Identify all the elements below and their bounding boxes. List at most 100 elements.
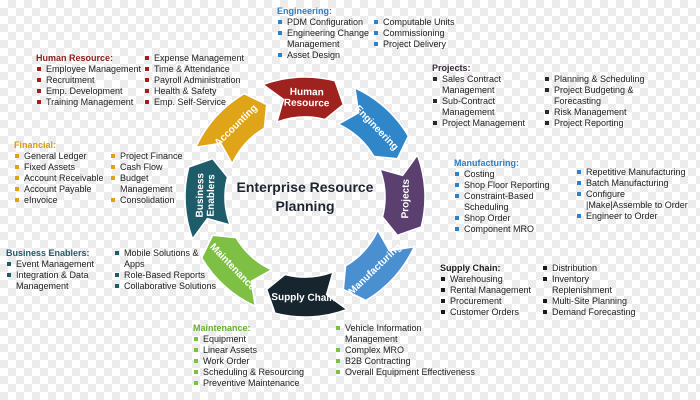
financial-title: Financial: <box>14 140 57 150</box>
segment-projects <box>378 153 426 237</box>
list-item-continued: Management <box>345 334 398 344</box>
list-item: Multi-Site Planning <box>542 296 636 307</box>
list-item: Health & Safety <box>144 86 244 97</box>
list-item-continued: Forecasting <box>554 96 602 106</box>
manufacturing-title: Manufacturing: <box>454 158 519 168</box>
financial-group: Financial: General Ledger Fixed Assets A… <box>14 140 183 205</box>
segment-label-projects: Projects <box>400 178 412 218</box>
engineering-group: Engineering: PDM Configuration Engineeri… <box>277 6 455 60</box>
business-enablers-list-2: Mobile Solutions & Apps Role-Based Repor… <box>114 248 216 292</box>
business-enablers-list-1: Event Management Integration & Data Mana… <box>6 259 94 292</box>
list-item: Risk Management <box>544 107 645 118</box>
list-item-continued: Replenishment <box>552 285 613 295</box>
supply-chain-list-2: Distribution Inventory Replenishment Mul… <box>542 263 636 318</box>
supply-chain-list-1: Warehousing Rental Management Procuremen… <box>440 274 531 318</box>
list-item: Project Budgeting & <box>544 85 645 96</box>
list-item: eInvoice <box>14 195 104 206</box>
list-item: Configure <box>576 189 688 200</box>
list-item: Time & Attendance <box>144 64 244 75</box>
list-item: General Ledger <box>14 151 104 162</box>
list-item: Emp. Self-Service <box>144 97 244 108</box>
center-title-line-2: Planning <box>275 198 334 214</box>
list-item: Inventory <box>542 274 636 285</box>
segment-label-human-resource: HumanResource <box>284 87 330 110</box>
list-item: Asset Design <box>277 50 369 61</box>
financial-list-1: General Ledger Fixed Assets Account Rece… <box>14 151 104 206</box>
list-item: Rental Management <box>440 285 531 296</box>
list-item: Integration & Data <box>6 270 94 281</box>
list-item: B2B Contracting <box>335 356 475 367</box>
list-item: Costing <box>454 169 550 180</box>
list-item: Account Receivable <box>14 173 104 184</box>
list-item: Constraint-Based <box>454 191 550 202</box>
human-resource-list-1: Employee Management Recruitment Emp. Dev… <box>36 64 141 108</box>
list-item: Project Management <box>432 118 525 129</box>
list-item-continued: Apps <box>124 259 145 269</box>
segment-accounting <box>194 92 268 166</box>
list-item: Sales Contract <box>432 74 525 85</box>
list-item: Recruitment <box>36 75 141 86</box>
list-item: Employee Management <box>36 64 141 75</box>
list-item: Engineering Change <box>277 28 369 39</box>
supply-chain-group: Supply Chain: Warehousing Rental Managem… <box>440 263 636 317</box>
list-item: Project Finance <box>110 151 183 162</box>
segment-maintenance <box>200 234 274 308</box>
list-item-continued: Management <box>120 184 173 194</box>
list-item: Planning & Scheduling <box>544 74 645 85</box>
list-item: Training Management <box>36 97 141 108</box>
list-item: Warehousing <box>440 274 531 285</box>
segment-manufacturing <box>342 228 416 302</box>
list-item: Role-Based Reports <box>114 270 216 281</box>
list-item: Cash Flow <box>110 162 183 173</box>
list-item: Demand Forecasting <box>542 307 636 318</box>
manufacturing-list-1: Costing Shop Floor Reporting Constraint-… <box>454 169 550 235</box>
list-item: Equipment <box>193 334 304 345</box>
list-item: Component MRO <box>454 224 550 235</box>
manufacturing-list-2: Repetitive Manufacturing Batch Manufactu… <box>576 167 688 222</box>
maintenance-group: Maintenance: Equipment Linear Assets Wor… <box>193 323 475 388</box>
list-item: Repetitive Manufacturing <box>576 167 688 178</box>
list-item: Commissioning <box>373 28 455 39</box>
projects-group: Projects: Sales Contract Management Sub-… <box>432 63 645 128</box>
manufacturing-group: Manufacturing: Costing Shop Floor Report… <box>454 158 688 234</box>
list-item-continued: Management <box>442 107 495 117</box>
list-item-continued: Management <box>287 39 340 49</box>
projects-list-2: Planning & Scheduling Project Budgeting … <box>544 74 645 129</box>
segment-label-supply-chain: Supply Chain <box>271 292 335 304</box>
engineering-list-2: Computable Units Commissioning Project D… <box>373 17 455 50</box>
maintenance-list-1: Equipment Linear Assets Work Order Sched… <box>193 334 304 389</box>
list-item: Engineer to Order <box>576 211 688 222</box>
list-item: Sub-Contract <box>432 96 525 107</box>
list-item: Overall Equipment Effectiveness <box>335 367 475 378</box>
list-item: Account Payable <box>14 184 104 195</box>
list-item: Linear Assets <box>193 345 304 356</box>
segment-business-enablers <box>184 157 232 241</box>
list-item: Collaborative Solutions <box>114 281 216 292</box>
list-item-continued: Management <box>442 85 495 95</box>
list-item: Shop Floor Reporting <box>454 180 550 191</box>
list-item: Project Reporting <box>544 118 645 129</box>
business-enablers-group: Business Enablers: Event Management Inte… <box>6 248 216 291</box>
list-item: Work Order <box>193 356 304 367</box>
list-item: Project Delivery <box>373 39 455 50</box>
list-item: Consolidation <box>110 195 183 206</box>
list-item-continued: |Make|Assemble to Order <box>586 200 688 210</box>
list-item: Fixed Assets <box>14 162 104 173</box>
segment-human-resource <box>261 76 345 124</box>
list-item: Distribution <box>542 263 636 274</box>
list-item: PDM Configuration <box>277 17 369 28</box>
segment-label-business-enablers: BusinessEnablers <box>195 172 218 217</box>
list-item: Vehicle Information <box>335 323 475 334</box>
list-item: Event Management <box>6 259 94 270</box>
segment-supply-chain <box>265 270 349 318</box>
center-title-line-1: Enterprise Resource <box>237 179 374 195</box>
projects-title: Projects: <box>432 63 471 73</box>
list-item: Emp. Development <box>36 86 141 97</box>
list-item: Payroll Administration <box>144 75 244 86</box>
projects-list-1: Sales Contract Management Sub-Contract M… <box>432 74 525 129</box>
list-item: Scheduling & Resourcing <box>193 367 304 378</box>
list-item: Procurement <box>440 296 531 307</box>
maintenance-list-2: Vehicle Information Management Complex M… <box>335 323 475 378</box>
